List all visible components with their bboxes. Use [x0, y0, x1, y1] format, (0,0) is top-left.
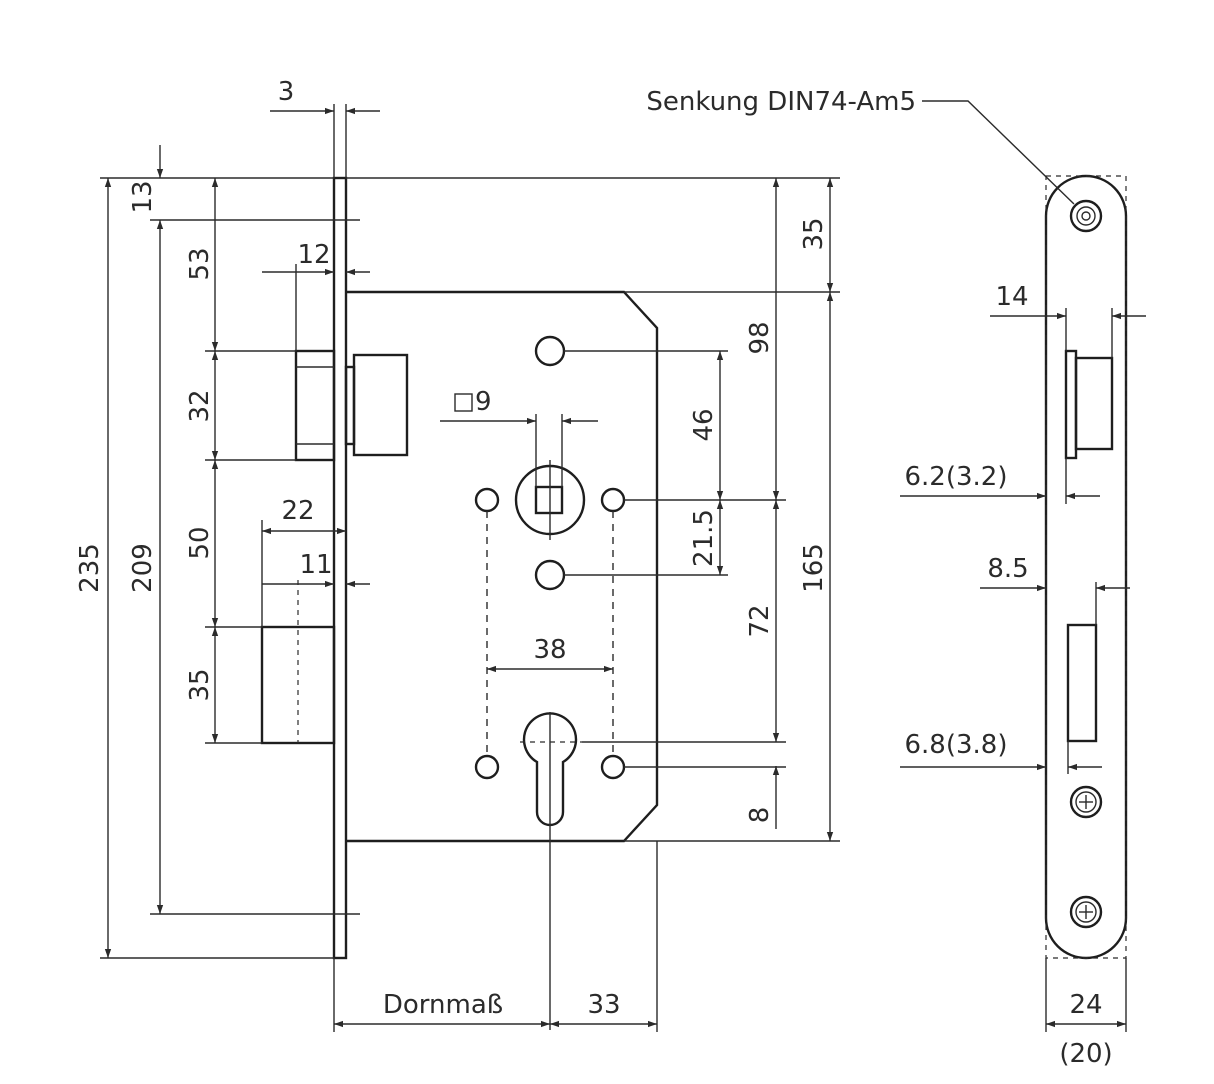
- side-latch: [1064, 349, 1114, 460]
- dim-spindle-to-hole: 21.5: [689, 509, 719, 567]
- square-size-label: 9: [475, 387, 492, 417]
- dim-top-to-latch-top: 53: [185, 247, 215, 280]
- dim-side-bolt-width: 8.5: [987, 554, 1028, 584]
- dim-side-latch-offset: 6.2(3.2): [905, 462, 1008, 492]
- dim-side-latch-width: 14: [995, 282, 1028, 312]
- side-view: Senkung DIN74-Am5 14: [646, 87, 1146, 1069]
- dim-total-height: 235: [75, 543, 105, 593]
- screw-bottom: [1069, 895, 1103, 929]
- left-dimensions: 235 209 13 53 32 50 35: [75, 145, 360, 959]
- dead-bolt: [260, 580, 336, 745]
- countersink-label: Senkung DIN74-Am5: [646, 87, 916, 117]
- upper-hole: [534, 335, 566, 367]
- side-faceplate: [1044, 174, 1128, 960]
- front-view: 9: [260, 176, 659, 1030]
- horizontal-dimensions: 3 12 22 11 38 Dornmaß 33: [261, 77, 658, 1032]
- right-hole-lower: [600, 754, 626, 780]
- dim-faceplate-width-alt: (20): [1059, 1039, 1112, 1069]
- dim-case-height: 165: [799, 543, 829, 593]
- dim-spindle-to-cylinder: 72: [745, 604, 775, 637]
- dim-hole-to-spindle: 46: [689, 408, 719, 441]
- dim-side-bolt-offset: 6.8(3.8): [905, 730, 1008, 760]
- dim-case-to-spindle: 98: [745, 321, 775, 354]
- screw-middle: [1069, 785, 1103, 819]
- left-hole-upper: [474, 487, 500, 513]
- spindle-hub: [514, 460, 586, 540]
- latch-bolt: [294, 349, 409, 462]
- dim-faceplate-thickness: 3: [278, 77, 295, 107]
- dim-latch-projection: 12: [297, 240, 330, 270]
- left-hole-lower: [474, 754, 500, 780]
- dim-faceplate-width: 24: [1069, 990, 1102, 1020]
- faceplate: [332, 176, 348, 960]
- lower-hole: [534, 559, 566, 591]
- square-icon: [454, 393, 473, 412]
- side-bolt-opening: [1066, 623, 1098, 743]
- dim-top-to-latch: 13: [128, 180, 158, 213]
- lock-case: [346, 290, 659, 843]
- dim-backset: Dornmaß: [383, 990, 503, 1020]
- dim-hole-spacing: 38: [533, 635, 566, 665]
- right-dimensions: 35 165 98 72 8 46 21.5: [346, 177, 840, 842]
- dim-bolt-projection-total: 22: [281, 496, 314, 526]
- dim-bolt-height: 35: [185, 668, 215, 701]
- dim-cylinder-to-case-edge: 33: [587, 990, 620, 1020]
- dim-bolt-projection: 11: [299, 550, 332, 580]
- countersink-screw-top: [1069, 199, 1103, 233]
- dim-screw-distance: 209: [128, 543, 158, 593]
- dim-latch-height: 32: [185, 389, 215, 422]
- dim-latch-to-bolt: 50: [185, 526, 215, 559]
- dim-cylinder-to-bottom: 8: [745, 807, 775, 824]
- right-hole-upper: [600, 487, 626, 513]
- dim-top-to-case: 35: [799, 217, 829, 250]
